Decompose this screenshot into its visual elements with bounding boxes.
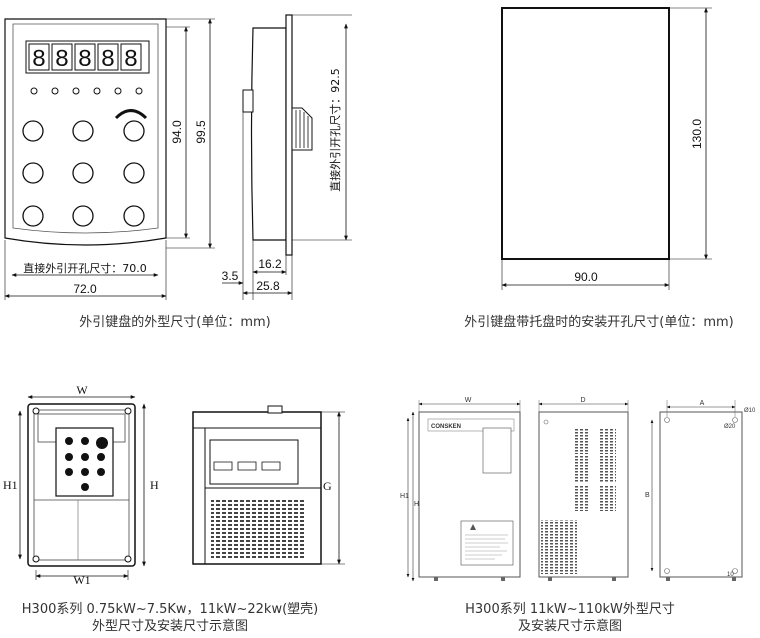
metal-drive-side: D bbox=[538, 397, 629, 581]
led-digit: 8 bbox=[124, 47, 138, 74]
dim-metal-bottom: 10 bbox=[727, 572, 734, 578]
led-digit: 8 bbox=[55, 47, 69, 74]
dim-metal-a: A bbox=[700, 400, 705, 407]
dim-keypad-h-outer: 99.5 bbox=[194, 120, 208, 144]
plastic-drive-side: G bbox=[192, 405, 345, 565]
dim-keypad-width: 72.0 bbox=[73, 282, 97, 296]
plastic-drive-front: W W1 H1 H bbox=[3, 383, 159, 587]
dim-metal-h1: H1 bbox=[400, 493, 409, 500]
caption-tray: 外引键盘带托盘时的安装开孔尺寸(单位：mm) bbox=[464, 315, 734, 330]
caption-plastic-line2: 外型尺寸及安装尺寸示意图 bbox=[91, 619, 248, 634]
indicator-leds bbox=[30, 87, 143, 95]
keypad-front-view: 8 8 8 8 8 94.0 99.5 直接外引开孔尺寸：70.0 7 bbox=[4, 18, 215, 300]
dim-metal-h: H bbox=[414, 501, 419, 508]
metal-drive-back: A Ø10 Ø20 B 10 bbox=[645, 400, 756, 581]
dim-side-depth-outer: 25.8 bbox=[256, 279, 280, 293]
hole-large-label: Ø20 bbox=[724, 424, 736, 430]
dim-side-depth-inner: 16.2 bbox=[258, 257, 282, 271]
brand-logo: CONSKEN bbox=[431, 424, 461, 430]
dim-side-hole: 直接外引开孔尺寸：92.5 bbox=[328, 68, 342, 192]
tray-cutout-view: 130.0 90.0 bbox=[501, 7, 712, 290]
led-display: 8 8 8 8 8 bbox=[28, 43, 142, 74]
dim-plastic-w: W bbox=[76, 383, 88, 397]
keypad-buttons bbox=[22, 120, 145, 227]
dim-metal-d: D bbox=[580, 397, 585, 404]
dim-metal-w: W bbox=[465, 397, 472, 404]
potentiometer-arc-icon bbox=[114, 109, 148, 120]
hole-small-label: Ø10 bbox=[744, 408, 756, 414]
keypad-side-view: 直接外引开孔尺寸：92.5 16.2 25.8 3.5 bbox=[222, 14, 352, 300]
caption-metal-line1: H300系列 11kW~110kW外型尺寸 bbox=[465, 602, 675, 617]
dim-plastic-g: G bbox=[323, 479, 332, 493]
caption-metal-line2: 及安装尺寸示意图 bbox=[517, 619, 622, 634]
dim-metal-b: B bbox=[645, 492, 650, 499]
dim-plastic-h: H bbox=[150, 478, 159, 492]
led-digit: 8 bbox=[101, 47, 115, 74]
led-digit: 8 bbox=[32, 47, 46, 74]
metal-drive-front: CONSKEN W H1 H bbox=[400, 397, 521, 582]
dim-keypad-h-inner: 94.0 bbox=[170, 120, 184, 144]
dim-tray-height: 130.0 bbox=[690, 119, 704, 149]
dim-tray-width: 90.0 bbox=[574, 270, 598, 284]
caption-keypad: 外引键盘的外型尺寸(单位：mm) bbox=[79, 315, 271, 330]
dim-plastic-h1: H1 bbox=[3, 478, 18, 492]
dim-keypad-hole: 直接外引开孔尺寸：70.0 bbox=[23, 261, 147, 275]
led-digit: 8 bbox=[78, 47, 92, 74]
dim-plastic-w1: W1 bbox=[73, 573, 90, 587]
caption-plastic-line1: H300系列 0.75kW~7.5Kw，11kW~22kw(塑壳) bbox=[21, 602, 319, 617]
dim-side-flange: 3.5 bbox=[222, 269, 239, 283]
